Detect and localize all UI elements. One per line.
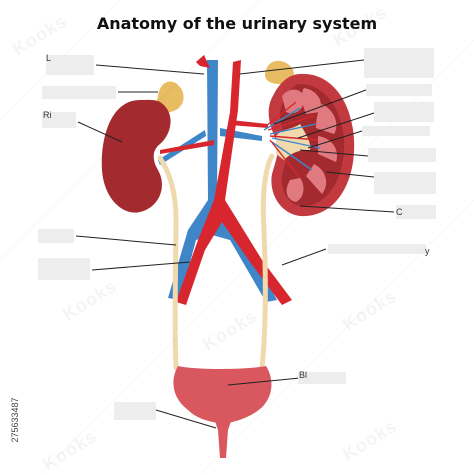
label-box-bottom-1[interactable] xyxy=(298,372,346,384)
label-box-right-6[interactable] xyxy=(374,172,436,194)
leader-lines xyxy=(75,59,395,429)
abdominal-aorta xyxy=(160,55,292,305)
label-box-right-7[interactable] xyxy=(396,205,436,219)
label-fragment-left-3: Ri xyxy=(43,110,52,120)
label-box-left-3[interactable] xyxy=(42,112,76,128)
label-fragment-right-7: C xyxy=(396,207,403,217)
label-box-right-4[interactable] xyxy=(362,126,430,136)
urinary-bladder xyxy=(173,366,272,424)
label-box-left-4[interactable] xyxy=(38,229,74,243)
label-box-right-8[interactable] xyxy=(328,244,426,254)
renal-vessels-branches xyxy=(263,101,321,179)
left-adrenal-gland xyxy=(156,81,184,113)
label-box-right-1[interactable] xyxy=(364,48,434,78)
ureters xyxy=(157,153,275,371)
right-adrenal-gland xyxy=(264,60,295,85)
diagram-title: Anatomy of the urinary system xyxy=(96,14,378,33)
label-fragment-left-1: L xyxy=(46,53,52,63)
label-box-right-3[interactable] xyxy=(374,102,434,122)
label-fragment-bottom-1: Bl xyxy=(299,370,308,380)
label-box-right-2[interactable] xyxy=(366,84,432,96)
label-box-left-1[interactable] xyxy=(46,55,94,75)
stock-image-id: 275633487 xyxy=(10,397,20,443)
renal-pyramids xyxy=(282,88,338,202)
label-fragment-right-8: y xyxy=(425,246,430,256)
urethra xyxy=(214,418,232,458)
label-box-left-2[interactable] xyxy=(42,86,116,99)
right-kidney xyxy=(263,73,355,217)
label-box-bottom-2[interactable] xyxy=(114,402,156,420)
left-kidney xyxy=(101,99,171,213)
label-box-left-5[interactable] xyxy=(38,258,90,280)
label-box-right-5[interactable] xyxy=(368,148,436,162)
